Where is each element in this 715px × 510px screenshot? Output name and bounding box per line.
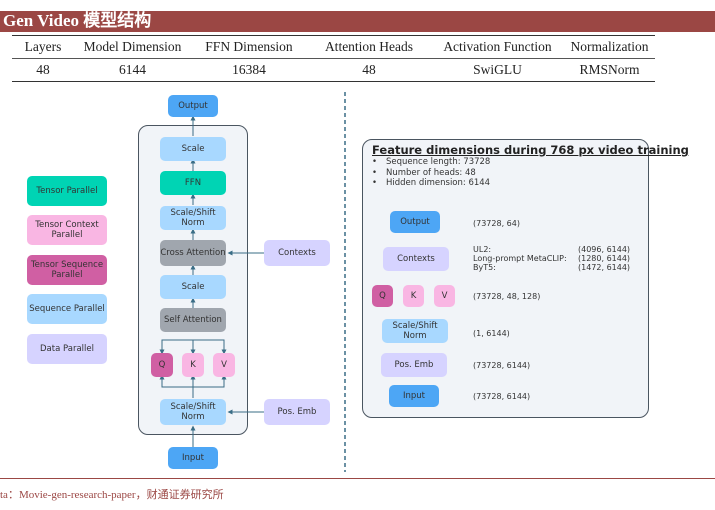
feature-input-box: Input xyxy=(389,385,439,407)
output-box: Output xyxy=(168,95,218,117)
table-cell: 48 xyxy=(36,62,50,77)
table-cell: RMSNorm xyxy=(579,62,640,77)
feature-pos-emb-box: Pos. Emb xyxy=(381,353,447,377)
scale-box-mid: Scale xyxy=(160,275,226,299)
table-header: Model Dimension xyxy=(83,39,182,54)
q-box: Q xyxy=(151,353,173,377)
feature-contexts-box: Contexts xyxy=(383,247,449,271)
scale-box-top: Scale xyxy=(160,137,226,161)
table-header-row: Layers Model Dimension FFN Dimension Att… xyxy=(12,36,655,59)
feature-bullets: Sequence length: 73728 Number of heads: … xyxy=(372,157,490,189)
bullet-hidden-dimension: Hidden dimension: 6144 xyxy=(372,178,490,189)
table-header: Normalization xyxy=(570,39,649,54)
feature-v-box: V xyxy=(434,285,455,307)
source-note: ta：Movie-gen-research-paper，财通证券研究所 xyxy=(0,489,224,501)
input-box: Input xyxy=(168,447,218,469)
self-attention-box: Self Attention xyxy=(160,308,226,332)
feature-k-box: K xyxy=(403,285,424,307)
table-row: 48 6144 16384 48 SwiGLU RMSNorm xyxy=(12,59,655,81)
context-metaclip-dim: (1280, 6144) xyxy=(578,254,631,263)
contexts-box: Contexts xyxy=(264,240,330,266)
page-title: Gen Video 模型结构 xyxy=(3,11,152,30)
context-byt5-dim: (1472, 6144) xyxy=(578,263,631,272)
bullet-sequence-length: Sequence length: 73728 xyxy=(372,157,490,168)
context-metaclip-name: Long-prompt MetaCLIP: xyxy=(473,254,567,263)
context-ul2-dim: (4096, 6144) xyxy=(578,245,631,254)
ffn-box: FFN xyxy=(160,171,226,195)
bullet-number-of-heads: Number of heads: 48 xyxy=(372,168,490,179)
legend-tensor-parallel: Tensor Parallel xyxy=(27,176,107,206)
qkv-dim: (73728, 48, 128) xyxy=(473,292,541,301)
legend-tensor-context-parallel: Tensor Context Parallel xyxy=(27,215,107,245)
scale-shift-norm-bottom: Scale/Shift Norm xyxy=(160,399,226,425)
table-cell: 6144 xyxy=(119,62,146,77)
table-cell: 48 xyxy=(362,62,376,77)
table-header: Layers xyxy=(24,39,62,54)
title-bar xyxy=(0,11,715,32)
norm-dim: (1, 6144) xyxy=(473,329,510,338)
legend-data-parallel: Data Parallel xyxy=(27,334,107,364)
table-header: Attention Heads xyxy=(324,39,414,54)
feature-output-box: Output xyxy=(390,211,440,233)
model-config-table: Layers Model Dimension FFN Dimension Att… xyxy=(12,35,655,82)
context-byt5-name: ByT5: xyxy=(473,263,496,272)
legend-sequence-parallel: Sequence Parallel xyxy=(27,294,107,324)
footer-divider xyxy=(0,478,715,479)
output-dim: (73728, 64) xyxy=(473,219,520,228)
feature-norm-box: Scale/Shift Norm xyxy=(382,319,448,343)
cross-attention-box: Cross Attention xyxy=(160,240,226,266)
table-header: FFN Dimension xyxy=(205,39,293,54)
feature-dimensions-title: Feature dimensions during 768 px video t… xyxy=(372,143,689,157)
scale-shift-norm-top: Scale/Shift Norm xyxy=(160,206,226,230)
pos-emb-box: Pos. Emb xyxy=(264,399,330,425)
table-cell: SwiGLU xyxy=(473,62,522,77)
feature-q-box: Q xyxy=(372,285,393,307)
context-ul2-name: UL2: xyxy=(473,245,492,254)
pos-emb-dim: (73728, 6144) xyxy=(473,361,531,370)
table-header: Activation Function xyxy=(443,39,552,54)
input-dim: (73728, 6144) xyxy=(473,392,531,401)
k-box: K xyxy=(182,353,204,377)
legend-tensor-sequence-parallel: Tensor Sequence Parallel xyxy=(27,255,107,285)
v-box: V xyxy=(213,353,235,377)
table-cell: 16384 xyxy=(232,62,266,77)
